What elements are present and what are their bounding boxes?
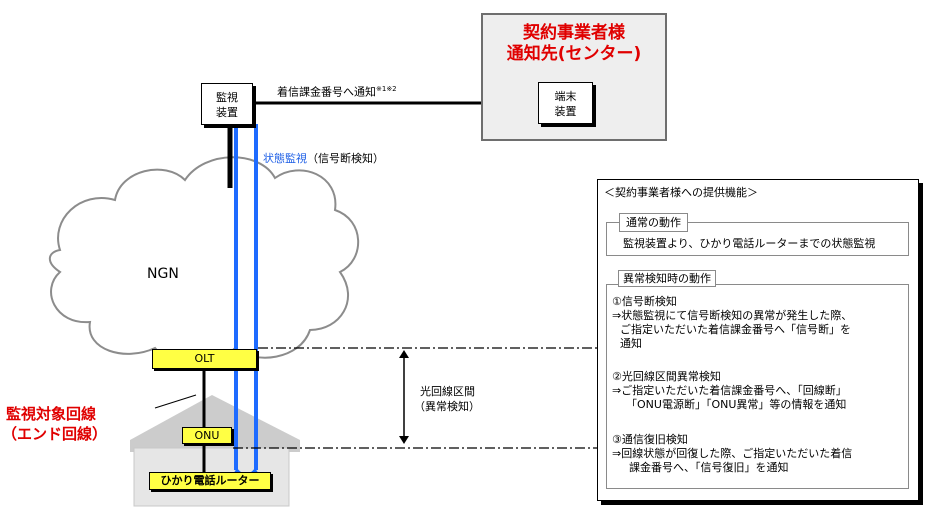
monitor-label-line1: 監視 [216, 91, 238, 104]
section-bracket-bottom [399, 436, 409, 444]
section-label-line1: 光回線区間 [420, 385, 475, 398]
onu-device: ONU [182, 427, 232, 444]
center-title-line2: 通知先(センター) [506, 44, 642, 64]
section-bracket-top [399, 350, 409, 358]
item1-line3: 通知 [620, 337, 642, 350]
normal-operation-text: 監視装置より、ひかり電話ルーターまでの状態監視 [623, 237, 876, 250]
target-leader-line [154, 394, 197, 409]
item2-title: ②光回線区間異常検知 [612, 370, 721, 383]
contractor-center-box: 契約事業者様 通知先(センター) 端末 装置 [481, 13, 667, 141]
status-detail-text: （信号断検知） [307, 152, 384, 165]
item3-title: ③通信復旧検知 [612, 433, 688, 446]
status-monitor-label: 状態監視（信号断検知） [263, 152, 384, 166]
monitoring-device: 監視 装置 [201, 83, 253, 125]
terminal-device: 端末 装置 [538, 82, 593, 124]
item3-line2: 課金番号へ、「信号復旧」を通知 [629, 461, 789, 474]
item2-line2: 「ONU電源断」「ONU異常」等の情報を通知 [626, 398, 847, 411]
ngn-label: NGN [147, 266, 179, 282]
notify-note: ※1※2 [376, 85, 397, 93]
center-title-line1: 契約事業者様 [523, 23, 625, 43]
monitor-label-line2: 装置 [216, 106, 238, 119]
notify-label: 着信課金番号へ通知※1※2 [277, 82, 397, 100]
ngn-cloud [48, 156, 360, 365]
item1-line1: ⇒状態監視にて信号断検知の異常が発生した際、 [612, 309, 853, 322]
item3-line1: ⇒回線状態が回復した際、ご指定いただいた着信 [612, 447, 853, 460]
target-line-label-1: 監視対象回線 [6, 405, 97, 423]
panel-title: ＜契約事業者様への提供機能＞ [604, 186, 758, 199]
item2-line1: ⇒ご指定いただいた着信課金番号へ、「回線断」 [612, 384, 847, 397]
item1-title: ①信号断検知 [612, 295, 677, 308]
provided-functions-panel: ＜契約事業者様への提供機能＞ 監視装置より、ひかり電話ルーターまでの状態監視 ①… [597, 179, 919, 501]
target-line-label-2: （エンド回線） [2, 425, 108, 443]
section-label-line2: （異常検知） [414, 400, 480, 413]
abnormal-operation-heading: 異常検知時の動作 [618, 270, 716, 287]
notify-label-text: 着信課金番号へ通知 [277, 85, 376, 99]
status-label-text: 状態監視 [263, 152, 307, 165]
hikari-router-device: ひかり電話ルーター [149, 472, 271, 490]
abnormal-operation-box: ①信号断検知 ⇒状態監視にて信号断検知の異常が発生した際、 ご指定いただいた着信… [606, 284, 909, 489]
normal-operation-box: 監視装置より、ひかり電話ルーターまでの状態監視 [606, 222, 909, 256]
normal-operation-heading: 通常の動作 [619, 213, 688, 232]
item1-line2: ご指定いただいた着信課金番号へ「信号断」を [620, 323, 851, 336]
olt-device: OLT [152, 349, 257, 369]
terminal-label-line1: 端末 [554, 90, 577, 103]
terminal-label-line2: 装置 [554, 105, 577, 118]
